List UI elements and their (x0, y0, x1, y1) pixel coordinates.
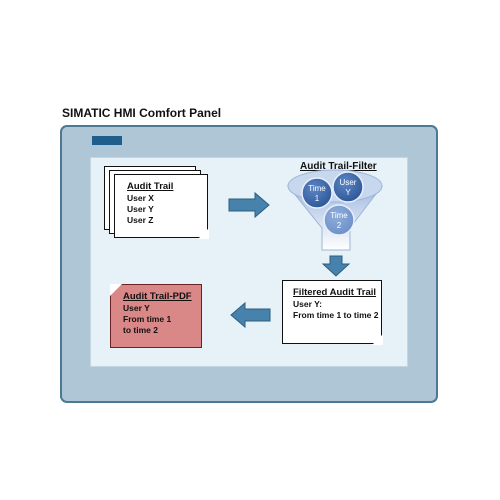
audit-trail-line-2: User Y (127, 204, 154, 214)
audit-trail-title: Audit Trail (127, 181, 174, 192)
audit-trail-pdf-document: Audit Trail-PDF User Y From time 1 to ti… (109, 283, 202, 348)
pdf-title: Audit Trail-PDF (123, 291, 192, 302)
panel-badge (92, 136, 122, 145)
arrow-left-icon (230, 301, 271, 329)
audit-trail-line-3: User Z (127, 215, 154, 225)
circle-usery-line2: Y (345, 188, 351, 197)
circle-label-time1: Time 1 (305, 184, 329, 204)
filter-circle-time1 (301, 177, 333, 209)
circle-time2-line1: Time (330, 211, 348, 220)
circle-usery-line1: User (339, 178, 357, 187)
circle-label-time2: Time 2 (327, 211, 351, 231)
filtered-line-2: From time 1 to time 2 (293, 310, 379, 320)
filtered-audit-trail-title: Filtered Audit Trail (293, 287, 377, 298)
pdf-line-2: From time 1 (123, 314, 172, 324)
circle-time2-line2: 2 (336, 221, 342, 230)
audit-trail-line-1: User X (127, 193, 154, 203)
circle-time1-line1: Time (308, 184, 326, 193)
arrow-right-icon (228, 191, 270, 219)
panel-title: SIMATIC HMI Comfort Panel (62, 106, 222, 120)
audit-trail-document: Audit Trail User X User Y User Z (114, 174, 209, 239)
filtered-line-1: User Y: (293, 299, 322, 309)
filter-title: Audit Trail-Filter (300, 161, 377, 172)
filter-circle-usery (332, 171, 364, 203)
circle-label-usery: User Y (336, 178, 360, 198)
filtered-audit-trail-document: Filtered Audit Trail User Y: From time 1… (282, 280, 383, 345)
pdf-line-3: to time 2 (123, 325, 158, 335)
arrow-down-icon (321, 255, 351, 277)
filter-circle-time2 (323, 204, 355, 236)
pdf-line-1: User Y (123, 303, 150, 313)
circle-time1-line2: 1 (314, 194, 320, 203)
